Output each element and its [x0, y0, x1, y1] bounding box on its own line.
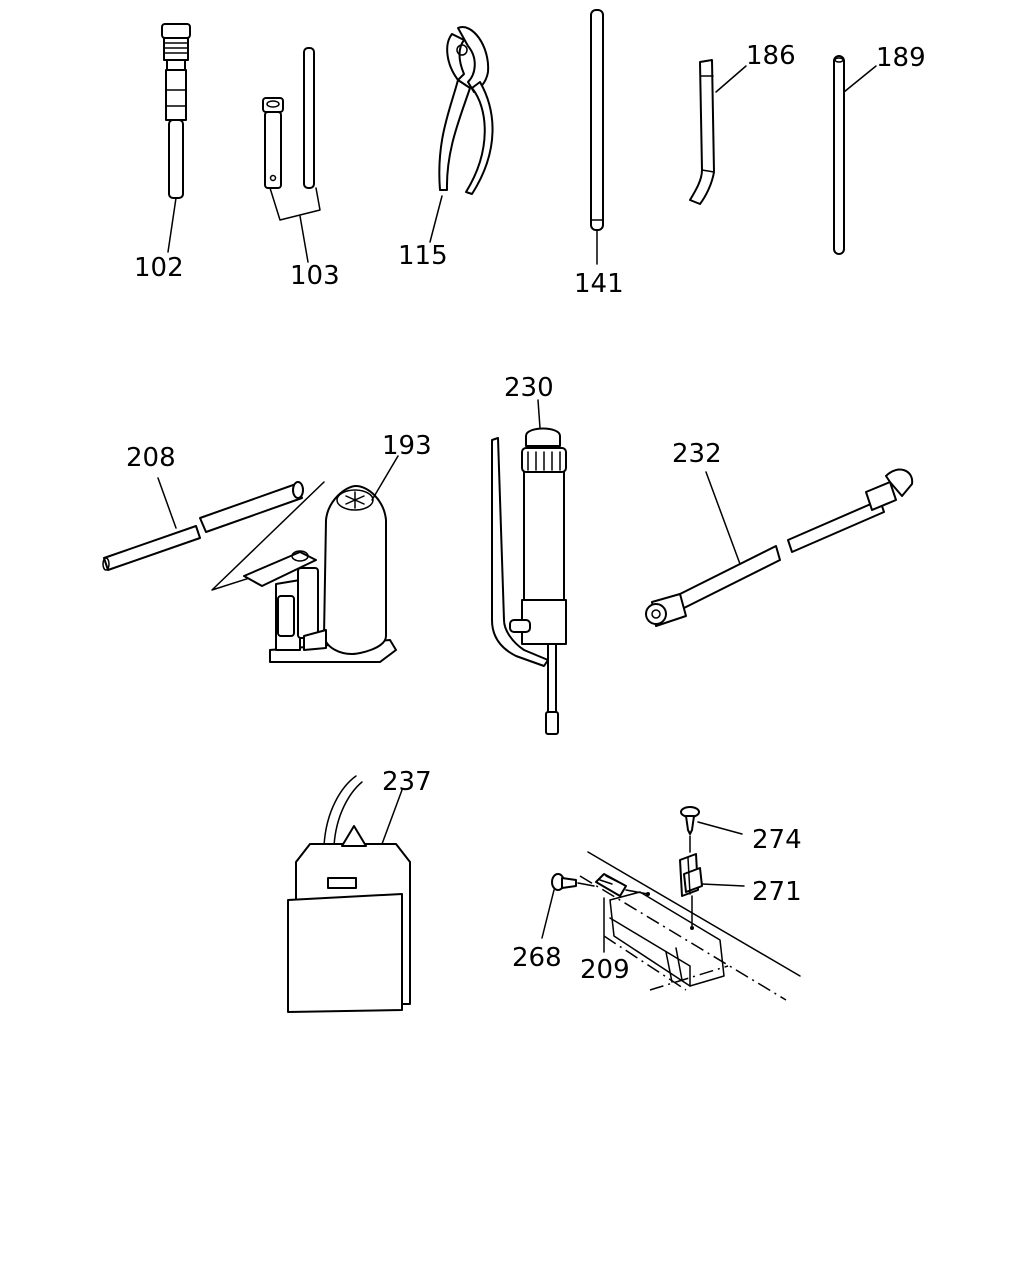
tool-bag-icon: [287, 775, 411, 1013]
label-193: 193: [382, 431, 432, 461]
bracket-icon: [595, 873, 627, 897]
screw-icon: [680, 806, 700, 835]
hose-icon: [645, 468, 914, 627]
label-103: 103: [290, 261, 340, 291]
label-186: 186: [746, 41, 796, 71]
label-115: 115: [398, 241, 448, 271]
box-wrench-set-icon: [262, 47, 315, 189]
bottle-jack-icon: [211, 481, 397, 663]
connector-tube-icon: [161, 23, 191, 199]
label-209: 209: [580, 955, 630, 985]
label-237: 237: [382, 767, 432, 797]
jack-handle-icon: [102, 481, 304, 571]
tire-lever-icon: [689, 59, 715, 205]
label-141: 141: [574, 269, 624, 299]
bolt-icon: [551, 873, 577, 891]
label-102: 102: [134, 253, 184, 283]
label-268: 268: [512, 943, 562, 973]
label-232: 232: [672, 439, 722, 469]
label-189: 189: [876, 43, 926, 73]
bar-icon: [833, 55, 845, 255]
rod-icon: [590, 9, 604, 231]
pliers-icon: [438, 26, 494, 195]
grease-gun-icon: [491, 427, 567, 735]
label-271: 271: [752, 877, 802, 907]
clip-icon: [679, 853, 703, 897]
label-208: 208: [126, 443, 176, 473]
label-230: 230: [504, 373, 554, 403]
label-274: 274: [752, 825, 802, 855]
